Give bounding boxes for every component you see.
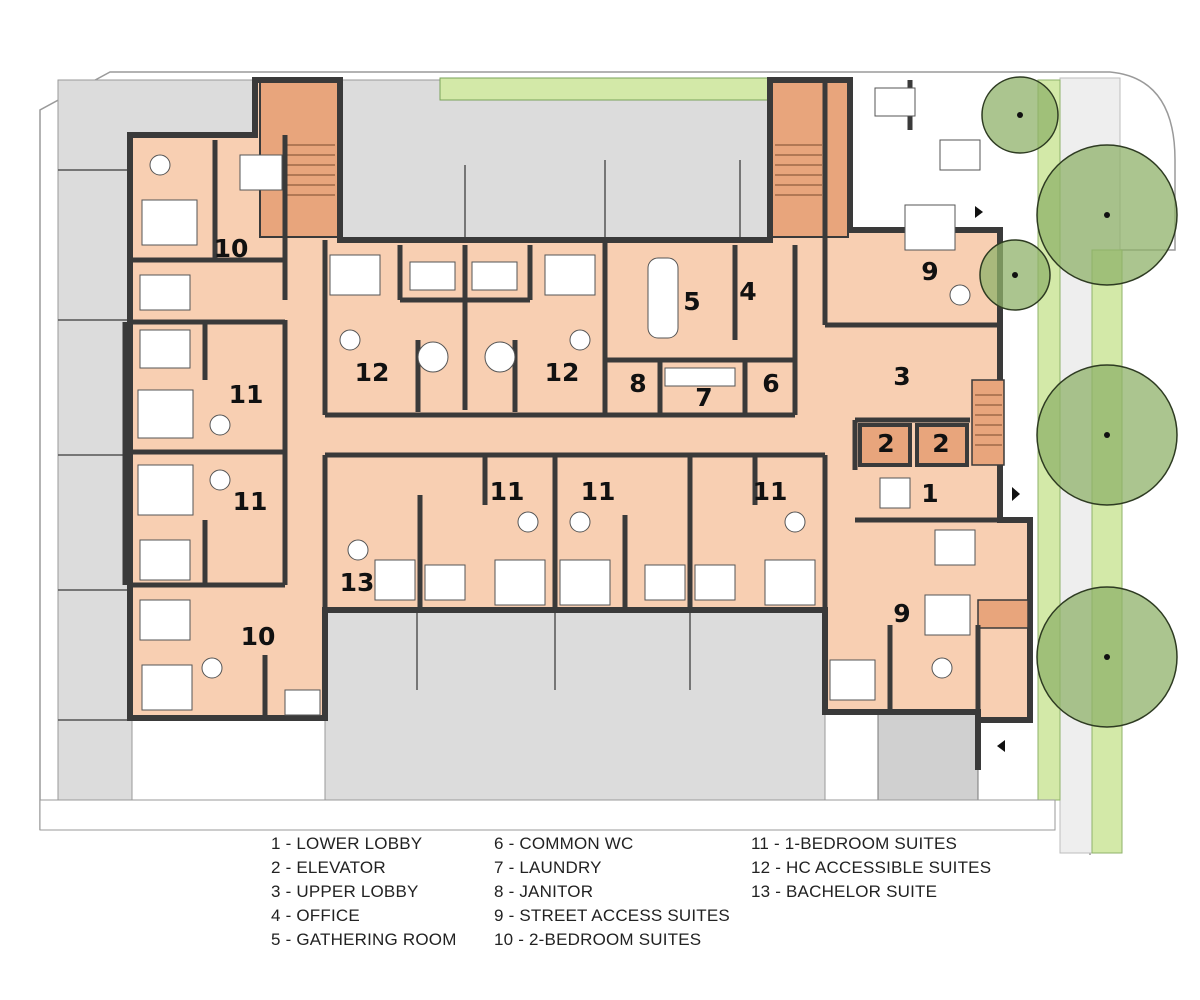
legend-item: 2 - ELEVATOR bbox=[271, 858, 386, 877]
entry-arrow-icon bbox=[1012, 487, 1020, 501]
legend-column-3: 11 - 1-BEDROOM SUITES 12 - HC ACCESSIBLE… bbox=[751, 832, 991, 904]
room-label: 12 bbox=[355, 358, 390, 387]
room-label: 12 bbox=[545, 358, 580, 387]
room-label: 2 bbox=[932, 429, 949, 458]
stair-east bbox=[971, 379, 1005, 466]
stair-southeast bbox=[977, 599, 1029, 629]
site-boundary bbox=[39, 71, 1176, 855]
legend-column-2: 6 - COMMON WC 7 - LAUNDRY 8 - JANITOR 9 … bbox=[494, 832, 730, 952]
room-label: 5 bbox=[683, 287, 700, 316]
legend-item: 7 - LAUNDRY bbox=[494, 858, 602, 877]
room-label: 11 bbox=[229, 380, 264, 409]
room-label: 13 bbox=[340, 568, 375, 597]
stair-north-center bbox=[771, 81, 849, 238]
room-label: 3 bbox=[893, 362, 910, 391]
legend-column-1: 1 - LOWER LOBBY 2 - ELEVATOR 3 - UPPER L… bbox=[271, 832, 457, 952]
room-label: 9 bbox=[893, 599, 910, 628]
legend-item: 12 - HC ACCESSIBLE SUITES bbox=[751, 858, 992, 877]
room-label: 9 bbox=[921, 257, 938, 286]
room-label: 1 bbox=[921, 479, 938, 508]
room-label: 10 bbox=[241, 622, 276, 651]
stairs bbox=[259, 81, 1029, 629]
room-label: 4 bbox=[739, 277, 756, 306]
room-label: 11 bbox=[581, 477, 616, 506]
legend-item: 6 - COMMON WC bbox=[494, 834, 634, 853]
room-label: 8 bbox=[629, 369, 646, 398]
parking-stall-lines bbox=[58, 160, 741, 721]
room-label: 10 bbox=[214, 234, 249, 263]
legend-item: 4 - OFFICE bbox=[271, 906, 360, 925]
interior-walls bbox=[122, 80, 1030, 718]
courtyard-north bbox=[339, 79, 771, 241]
room-label: 7 bbox=[695, 383, 712, 412]
furniture bbox=[137, 87, 981, 716]
room-label: 6 bbox=[762, 369, 779, 398]
elevators bbox=[858, 423, 969, 467]
stair-northwest bbox=[259, 81, 339, 238]
trees bbox=[979, 76, 1178, 728]
legend-item: 10 - 2-BEDROOM SUITES bbox=[494, 930, 702, 949]
room-legend: 1 - LOWER LOBBY 2 - ELEVATOR 3 - UPPER L… bbox=[0, 832, 1200, 962]
legend-item: 3 - UPPER LOBBY bbox=[271, 882, 419, 901]
entry-markers bbox=[975, 206, 1020, 752]
courtyard-south bbox=[324, 609, 826, 801]
room-label: 11 bbox=[753, 477, 788, 506]
lower-gray-band bbox=[39, 799, 1056, 831]
room-label: 11 bbox=[490, 477, 525, 506]
legend-item: 8 - JANITOR bbox=[494, 882, 594, 901]
boulevard-green bbox=[1091, 249, 1123, 854]
legend-item: 5 - GATHERING ROOM bbox=[271, 930, 457, 949]
room-label: 11 bbox=[233, 487, 268, 516]
entry-arrow-icon bbox=[975, 206, 983, 218]
green-roof-strip bbox=[439, 77, 771, 101]
legend-item: 11 - 1-BEDROOM SUITES bbox=[751, 834, 958, 853]
elevator-car-b bbox=[915, 423, 969, 467]
entry-arrow-icon bbox=[997, 740, 1005, 752]
patio-southeast bbox=[877, 711, 979, 803]
room-labels: 1 2 2 3 4 5 6 7 8 9 9 10 10 11 11 11 11 … bbox=[214, 234, 950, 651]
room-label: 2 bbox=[877, 429, 894, 458]
elevator-car-a bbox=[858, 423, 912, 467]
legend-item: 1 - LOWER LOBBY bbox=[271, 834, 423, 853]
legend-item: 9 - STREET ACCESS SUITES bbox=[494, 906, 730, 925]
legend-item: 13 - BACHELOR SUITE bbox=[751, 882, 938, 901]
